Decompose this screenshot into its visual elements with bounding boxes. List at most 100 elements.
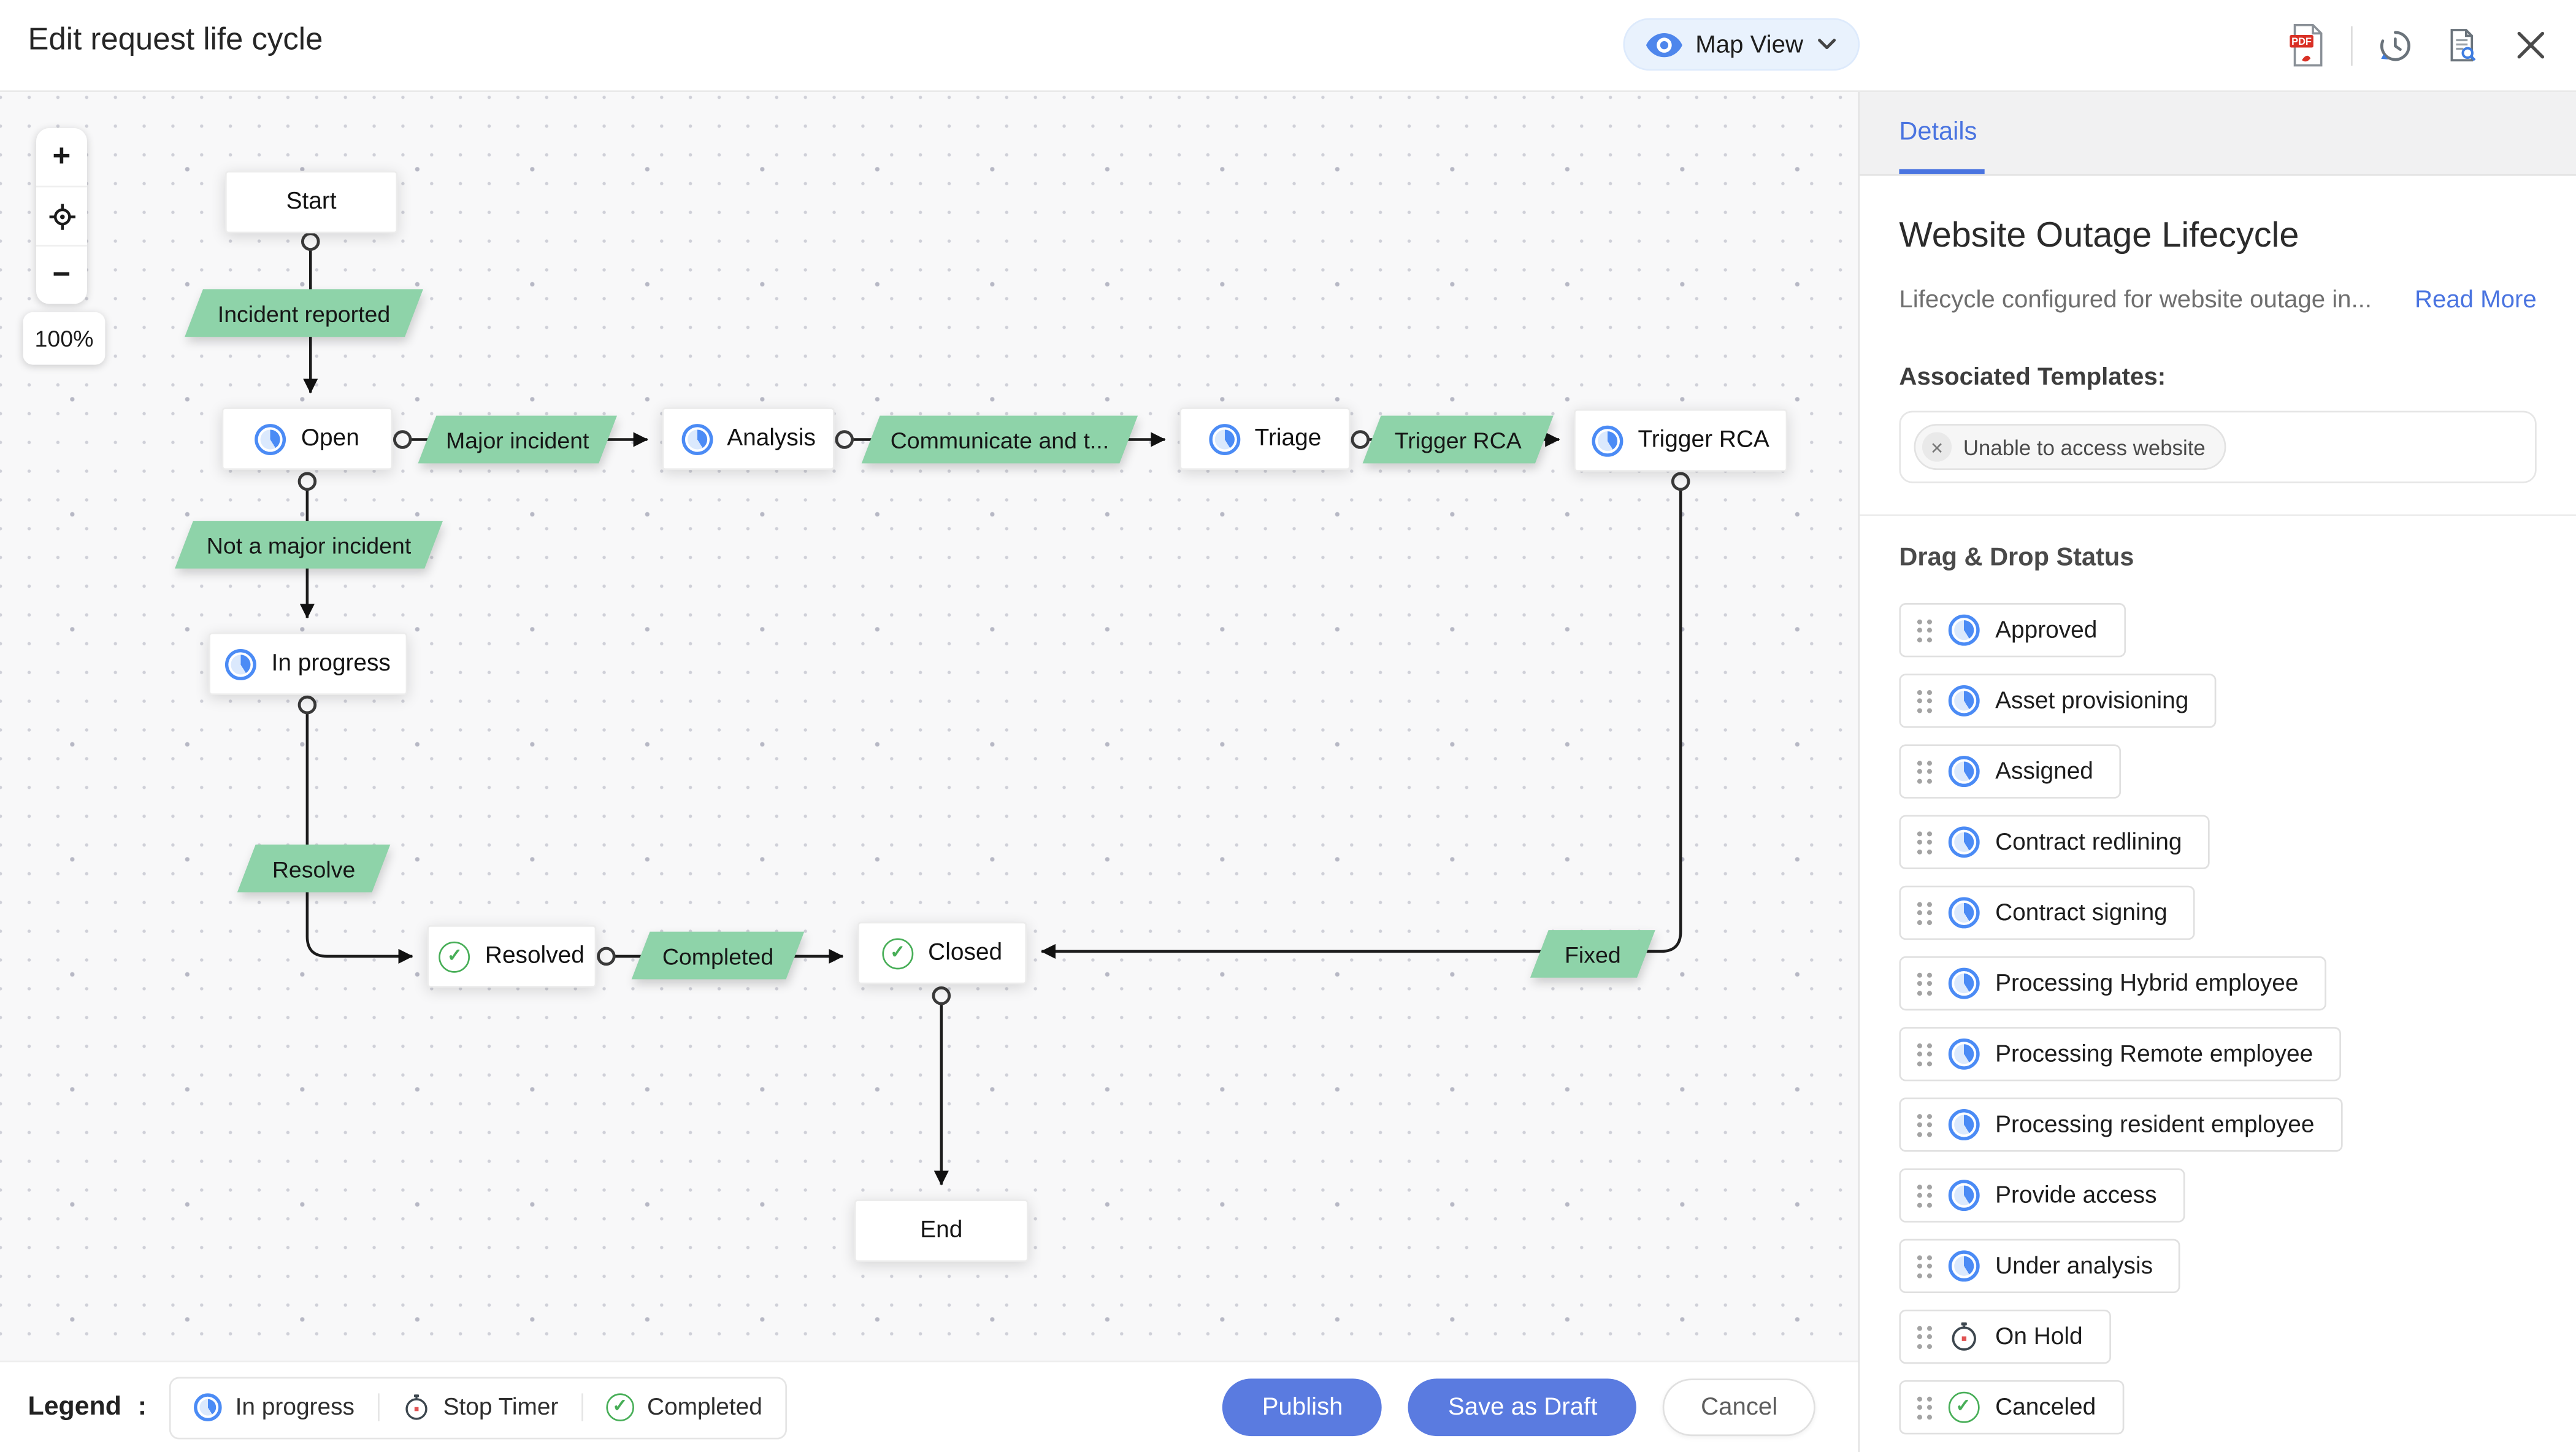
save-as-draft-button[interactable]: Save as Draft xyxy=(1408,1378,1637,1437)
transition-major-incident[interactable]: Major incident xyxy=(427,416,608,464)
lifecycle-canvas[interactable]: Incident reported Major incident Communi… xyxy=(0,90,1858,1362)
node-triage[interactable]: Triage xyxy=(1179,407,1351,471)
drag-handle-icon[interactable] xyxy=(1917,1042,1931,1066)
node-label: Triage xyxy=(1254,425,1322,452)
details-panel: Details Website Outage Lifecycle Lifecyc… xyxy=(1858,90,2576,1452)
drag-handle-icon[interactable] xyxy=(1917,618,1931,642)
node-end[interactable]: End xyxy=(854,1199,1029,1262)
status-item-canceled[interactable]: ✓ Canceled xyxy=(1899,1380,2124,1435)
history-icon[interactable] xyxy=(2377,27,2413,63)
edge-connector xyxy=(393,430,412,449)
status-item-on-hold[interactable]: On Hold xyxy=(1899,1309,2111,1364)
completed-icon: ✓ xyxy=(606,1393,634,1421)
node-start[interactable]: Start xyxy=(224,171,398,234)
transition-incident-reported[interactable]: Incident reported xyxy=(194,289,414,337)
transition-fixed[interactable]: Fixed xyxy=(1539,930,1646,978)
drag-handle-icon[interactable] xyxy=(1917,1113,1931,1137)
header-bar: Edit request life cycle Map View PDF xyxy=(0,0,2576,92)
publish-button[interactable]: Publish xyxy=(1222,1378,1382,1437)
in-progress-icon xyxy=(194,1393,223,1421)
status-item-contract-signing[interactable]: Contract signing xyxy=(1899,885,2196,940)
node-in-progress[interactable]: In progress xyxy=(209,632,408,696)
edge-connector xyxy=(301,232,320,252)
footer-buttons: Publish Save as Draft Cancel xyxy=(1222,1378,1815,1437)
legend-item-label: Stop Timer xyxy=(443,1394,559,1421)
node-analysis[interactable]: Analysis xyxy=(662,407,835,471)
node-open[interactable]: Open xyxy=(221,407,393,471)
lifecycle-description: Lifecycle configured for website outage … xyxy=(1899,286,2372,314)
edge-connector xyxy=(1671,472,1690,491)
drag-handle-icon[interactable] xyxy=(1917,1183,1931,1207)
status-item-assigned[interactable]: Assigned xyxy=(1899,744,2122,799)
legend-item-stop-timer: Stop Timer xyxy=(377,1393,581,1421)
transition-not-major-incident[interactable]: Not a major incident xyxy=(184,521,434,569)
in-progress-icon xyxy=(1947,685,1979,716)
transition-resolve[interactable]: Resolve xyxy=(247,845,381,893)
status-label: Processing resident employee xyxy=(1995,1112,2315,1138)
audit-log-icon[interactable] xyxy=(2445,26,2479,64)
header-actions: PDF xyxy=(2288,0,2547,90)
edge-connector xyxy=(597,947,616,966)
zoom-in-button[interactable]: + xyxy=(52,139,71,174)
status-label: Assigned xyxy=(1995,758,2093,785)
legend-colon: : xyxy=(137,1392,147,1421)
legend-item-in-progress: In progress xyxy=(171,1393,377,1421)
remove-chip-icon[interactable]: × xyxy=(1922,432,1952,462)
drag-handle-icon[interactable] xyxy=(1917,972,1931,995)
map-view-selector[interactable]: Map View xyxy=(1623,18,1860,71)
node-label: Start xyxy=(286,189,337,215)
header-divider xyxy=(2351,25,2353,65)
node-closed[interactable]: ✓ Closed xyxy=(857,921,1027,985)
status-label: On Hold xyxy=(1995,1323,2083,1350)
status-label: Asset provisioning xyxy=(1995,687,2189,714)
drag-handle-icon[interactable] xyxy=(1917,1254,1931,1278)
node-label: Analysis xyxy=(727,425,816,452)
status-item-provide-access[interactable]: Provide access xyxy=(1899,1168,2185,1223)
status-item-processing-resident-employee[interactable]: Processing resident employee xyxy=(1899,1097,2342,1152)
drag-handle-icon[interactable] xyxy=(1917,1325,1931,1348)
status-item-under-analysis[interactable]: Under analysis xyxy=(1899,1239,2181,1294)
read-more-link[interactable]: Read More xyxy=(2414,286,2537,314)
legend-item-label: Completed xyxy=(647,1394,762,1421)
panel-tabstrip: Details xyxy=(1860,90,2576,176)
close-icon[interactable] xyxy=(2515,29,2547,61)
drag-handle-icon[interactable] xyxy=(1917,1396,1931,1419)
transition-label: Communicate and t... xyxy=(890,426,1110,453)
zoom-out-button[interactable]: − xyxy=(36,245,87,304)
edge-connector xyxy=(835,430,854,449)
drag-handle-icon[interactable] xyxy=(1917,831,1931,854)
transition-completed[interactable]: Completed xyxy=(641,932,795,980)
in-progress-icon xyxy=(1947,614,1979,646)
node-label: In progress xyxy=(271,650,391,677)
status-item-approved[interactable]: Approved xyxy=(1899,603,2125,658)
status-label: Processing Hybrid employee xyxy=(1995,970,2299,997)
status-label: Processing Remote employee xyxy=(1995,1040,2313,1067)
transition-communicate[interactable]: Communicate and t... xyxy=(871,416,1129,464)
center-view-button[interactable] xyxy=(36,185,87,245)
node-trigger-rca[interactable]: Trigger RCA xyxy=(1574,409,1788,472)
in-progress-icon xyxy=(225,648,257,680)
drag-handle-icon[interactable] xyxy=(1917,901,1931,924)
chevron-down-icon xyxy=(1817,39,1835,50)
template-chip[interactable]: × Unable to access website xyxy=(1914,424,2227,471)
in-progress-icon xyxy=(1947,1109,1979,1140)
edge-triggerrca-closed xyxy=(1040,490,1682,959)
status-item-processing-remote-employee[interactable]: Processing Remote employee xyxy=(1899,1027,2341,1081)
page-title: Edit request life cycle xyxy=(28,23,323,58)
export-pdf-icon[interactable]: PDF xyxy=(2288,23,2326,67)
in-progress-icon xyxy=(1947,826,1979,858)
in-progress-icon xyxy=(1947,1250,1979,1282)
cancel-button[interactable]: Cancel xyxy=(1663,1378,1815,1437)
transition-trigger-rca[interactable]: Trigger RCA xyxy=(1372,416,1544,464)
drag-handle-icon[interactable] xyxy=(1917,759,1931,783)
status-item-processing-hybrid-employee[interactable]: Processing Hybrid employee xyxy=(1899,956,2327,1011)
status-item-asset-provisioning[interactable]: Asset provisioning xyxy=(1899,674,2217,728)
status-list: Approved Asset provisioning Assigned Con… xyxy=(1899,603,2536,1435)
associated-templates-field[interactable]: × Unable to access website xyxy=(1899,410,2537,483)
status-item-contract-redlining[interactable]: Contract redlining xyxy=(1899,815,2210,869)
transition-label: Fixed xyxy=(1565,940,1621,967)
tab-details[interactable]: Details xyxy=(1899,117,1977,146)
drag-handle-icon[interactable] xyxy=(1917,689,1931,713)
node-resolved[interactable]: ✓ Resolved xyxy=(427,925,597,988)
